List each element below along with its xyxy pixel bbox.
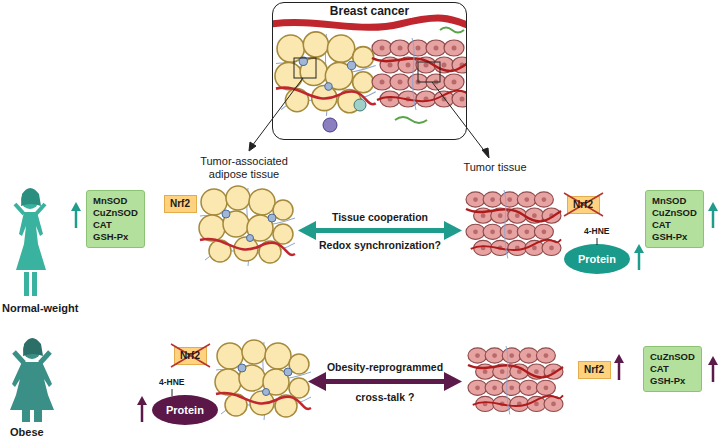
increase-arrows bbox=[71, 202, 718, 422]
enzyme-box: MnSOD CuZnSOD CAT GSH-Px bbox=[645, 190, 704, 248]
tissue-label: Tumor tissue bbox=[450, 161, 540, 174]
arrow-label: cross-talk ? bbox=[305, 391, 465, 404]
nrf2-label: Nrf2 bbox=[573, 199, 593, 211]
crosstalk-arrow bbox=[308, 372, 462, 391]
panel-illustration bbox=[273, 18, 466, 132]
adipose-tissue bbox=[215, 340, 311, 420]
nrf2-label: Nrf2 bbox=[170, 198, 190, 210]
group-label: Normal-weight bbox=[2, 302, 92, 315]
obese-woman bbox=[10, 338, 54, 422]
protein-label: Protein bbox=[166, 404, 204, 417]
group-label: Obese bbox=[10, 426, 70, 439]
arrow-label: Tissue cooperation bbox=[300, 211, 460, 224]
protein-ellipse: 4-HNEProtein bbox=[152, 395, 218, 425]
nrf2-box: Nrf2 bbox=[567, 196, 600, 214]
enzyme-list: MnSOD CuZnSOD CAT GSH-Px bbox=[93, 195, 138, 243]
enzyme-list: CuZnSOD CAT GSH-Px bbox=[650, 351, 695, 387]
pointer-arrows bbox=[249, 78, 489, 158]
enzyme-box: MnSOD CuZnSOD CAT GSH-Px bbox=[86, 190, 145, 248]
normal-weight-woman bbox=[15, 188, 46, 296]
nrf2-box: Nrf2 bbox=[578, 361, 611, 379]
panel-title: Breast cancer bbox=[327, 4, 412, 18]
nrf2-box: Nrf2 bbox=[164, 195, 197, 213]
adduct-label: 4-HNE bbox=[584, 226, 610, 236]
nrf2-label: Nrf2 bbox=[180, 350, 200, 362]
tissue-label: Tumor-associated adipose tissue bbox=[188, 155, 300, 181]
adduct-label: 4-HNE bbox=[159, 377, 185, 387]
adipose-tissue bbox=[199, 186, 295, 266]
nrf2-label: Nrf2 bbox=[584, 364, 604, 376]
cooperation-arrow bbox=[298, 221, 462, 240]
protein-ellipse: 4-HNEProtein bbox=[564, 244, 630, 274]
enzyme-box: CuZnSOD CAT GSH-Px bbox=[643, 346, 702, 392]
protein-label: Protein bbox=[578, 253, 616, 266]
arrow-label: Obesity-reprogrammed bbox=[305, 361, 465, 374]
tumor-tissue bbox=[466, 190, 561, 258]
panel-box: Breast cancer bbox=[272, 2, 467, 140]
enzyme-list: MnSOD CuZnSOD CAT GSH-Px bbox=[652, 195, 697, 243]
tumor-tissue bbox=[468, 346, 563, 414]
nrf2-box: Nrf2 bbox=[174, 347, 207, 365]
arrow-label: Redox synchronization? bbox=[300, 239, 460, 252]
